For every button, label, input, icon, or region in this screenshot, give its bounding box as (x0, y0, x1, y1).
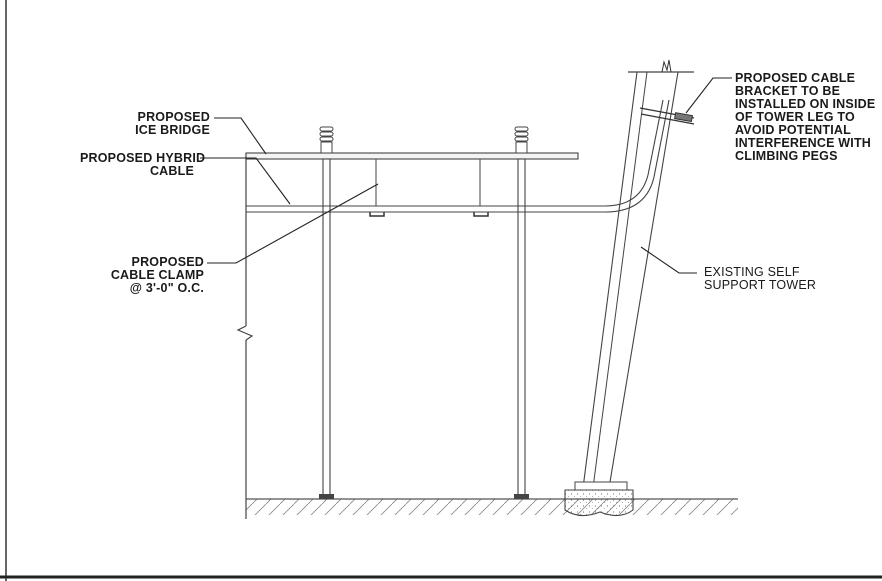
post-cap-insulator-right (514, 126, 529, 154)
label-existing-tower: EXISTING SELF SUPPORT TOWER (704, 265, 817, 292)
leader-hybrid-cable (200, 157, 291, 205)
label-cable-clamp: PROPOSED CABLE CLAMP @ 3'-0" O.C. (110, 255, 204, 295)
wall-break-line (236, 154, 254, 519)
leader-cable-clamp (207, 183, 379, 264)
cable-clamp-1 (369, 159, 385, 217)
tower-foundation (564, 481, 634, 517)
ice-bridge-post-left (319, 126, 334, 499)
cable-clamp-2 (473, 159, 489, 217)
cable-bracket (639, 107, 695, 125)
leader-lines (200, 77, 732, 274)
label-ice-bridge: PROPOSED ICE BRIDGE (135, 110, 210, 137)
leader-tower (640, 246, 697, 274)
hybrid-cable (246, 99, 670, 213)
tower-leg (582, 59, 694, 489)
label-cable-bracket: PROPOSED CABLE BRACKET TO BE INSTALLED O… (735, 72, 876, 163)
leader-ice-bridge (214, 117, 267, 155)
leader-cable-bracket (685, 77, 732, 114)
label-hybrid-cable: PROPOSED HYBRID CABLE (80, 151, 206, 178)
ice-bridge-post-right (514, 126, 529, 499)
ice-bridge (245, 152, 579, 160)
post-cap-insulator-left (319, 126, 334, 154)
ground-line (246, 498, 738, 515)
